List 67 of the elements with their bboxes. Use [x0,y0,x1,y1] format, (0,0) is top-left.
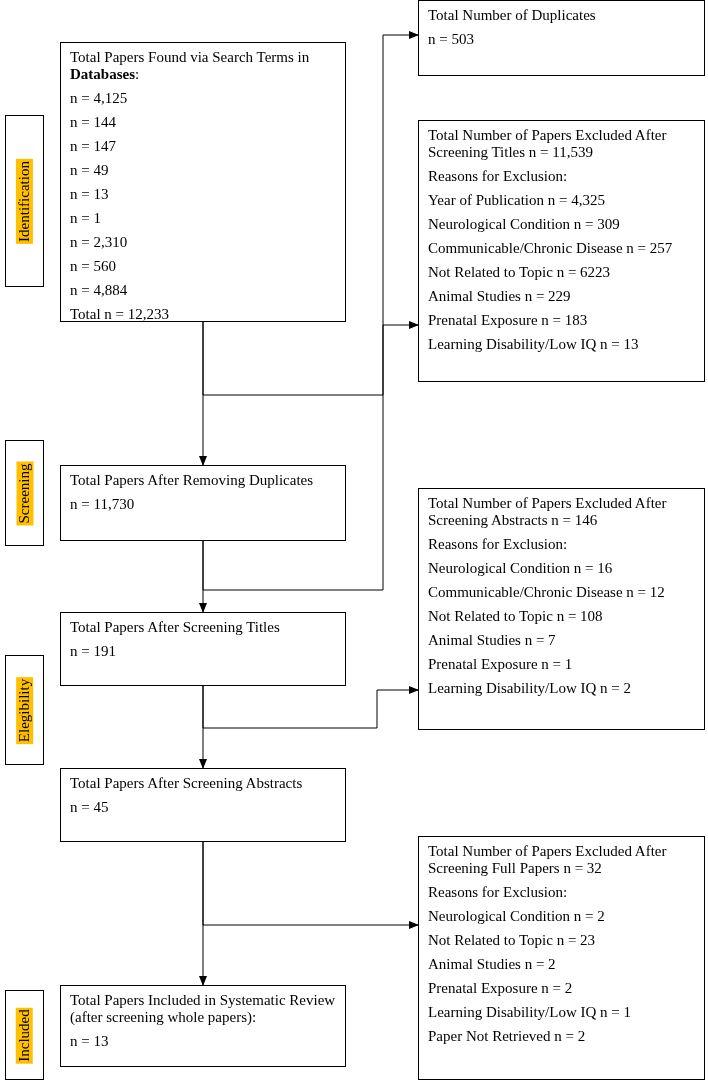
stage-label: Identification [16,158,33,244]
box-text: Learning Disability/Low IQ n = 13 [428,336,640,353]
box-text: n = 2,310 [70,234,129,251]
box-text: n = 1 [70,210,102,227]
process-box [418,0,705,76]
process-box [60,985,346,1067]
box-text: n = 147 [70,138,117,155]
box-heading: Total Number of Papers Excluded After Screening Full Papers n = 32 [428,843,668,877]
stage-label-box [5,115,44,287]
process-box [418,120,705,382]
box-text: n = 144 [70,114,117,131]
box-text: Reasons for Exclusion: [428,884,569,901]
box-text: Animal Studies n = 7 [428,632,557,649]
arrow [202,685,419,729]
box-heading: Total Papers Included in Systematic Review (after screening whole papers): [70,992,336,1026]
box-text: Prenatal Exposure n = 1 [428,656,574,673]
box-heading: Total Papers After Removing Duplicates [70,472,315,489]
box-heading: Total Number of Papers Excluded After Screening Titles n = 11,539 [428,127,668,161]
box-heading: Total Number of Duplicates [428,7,597,24]
box-heading: Total Papers After Screening Abstracts [70,775,304,792]
box-text: Communicable/Chronic Disease n = 12 [428,584,666,601]
box-heading: Total Number of Papers Excluded After Screening Abstracts n = 146 [428,495,668,529]
box-text: n = 49 [70,162,110,179]
process-box [60,768,346,842]
box-text: n = 503 [428,31,475,48]
box-text: Total n = 12,233 [70,306,171,323]
process-box [418,488,705,730]
box-text: Communicable/Chronic Disease n = 257 [428,240,674,257]
stage-label-box [5,990,44,1080]
box-heading: Total Papers After Screening Titles [70,619,281,636]
box-text: Neurological Condition n = 2 [428,908,606,925]
box-text: Reasons for Exclusion: [428,536,569,553]
process-box [60,465,346,541]
box-text: Prenatal Exposure n = 183 [428,312,589,329]
box-text: Not Related to Topic n = 108 [428,608,604,625]
arrow [202,841,419,929]
process-box [60,612,346,686]
box-text: Learning Disability/Low IQ n = 2 [428,680,632,697]
box-text: Prenatal Exposure n = 2 [428,980,574,997]
arrow [202,31,419,396]
box-text: n = 45 [70,799,110,816]
box-text: n = 4,125 [70,90,129,107]
box-text: Animal Studies n = 229 [428,288,572,305]
stage-label-box [5,440,44,546]
box-text: Not Related to Topic n = 6223 [428,264,612,281]
box-text: n = 4,884 [70,282,129,299]
box-text: n = 11,730 [70,496,136,513]
box-text: Reasons for Exclusion: [428,168,569,185]
box-text: Paper Not Retrieved n = 2 [428,1028,587,1045]
box-text: n = 13 [70,186,110,203]
box-text: n = 560 [70,258,117,275]
process-box [60,42,346,322]
stage-label: Elegibility [16,676,33,744]
box-text: Animal Studies n = 2 [428,956,557,973]
arrow [202,321,419,591]
stage-label-box [5,655,44,765]
box-text: Not Related to Topic n = 23 [428,932,597,949]
box-text: Year of Publication n = 4,325 [428,192,606,209]
box-text: Neurological Condition n = 309 [428,216,621,233]
process-box [418,836,705,1080]
stage-label: Screening [16,461,33,525]
box-heading: Total Papers Found via Search Terms in Databases: [70,49,311,83]
box-text: n = 13 [70,1033,110,1050]
stage-label: Included [16,1006,33,1064]
box-text: Neurological Condition n = 16 [428,560,614,577]
box-text: n = 191 [70,643,117,660]
box-text: Learning Disability/Low IQ n = 1 [428,1004,632,1021]
